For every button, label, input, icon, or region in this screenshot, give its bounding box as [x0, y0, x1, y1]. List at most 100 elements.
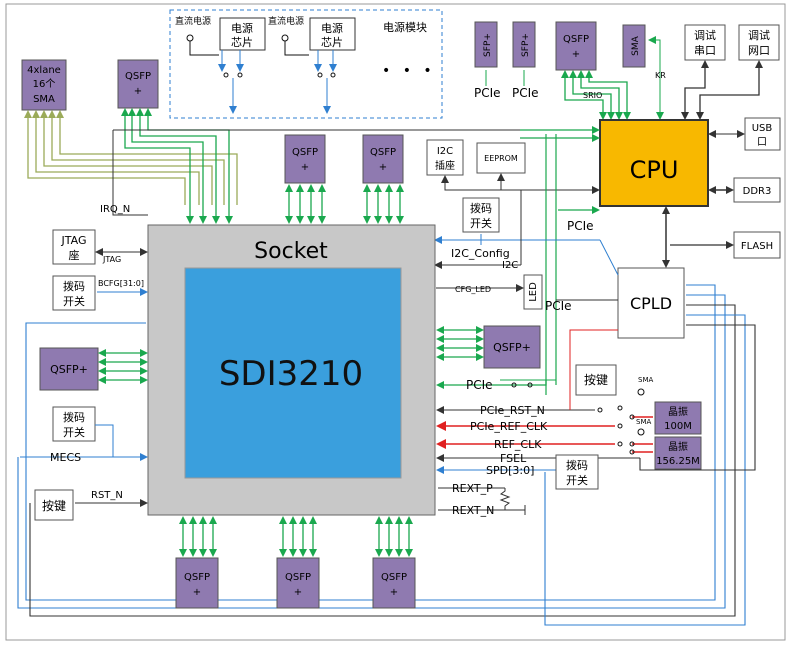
label-rext-p: REXT_P	[452, 482, 493, 495]
dip-mecs-line2: 开关	[63, 425, 85, 439]
label-rext-n: REXT_N	[452, 504, 494, 517]
qsfp-left-label: QSFP+	[50, 363, 88, 376]
qsfp-top-mid2	[362, 134, 404, 184]
sfp-plus-2	[512, 21, 536, 68]
label-kr: KR	[655, 71, 666, 80]
i2c-bus	[441, 175, 600, 194]
serial-link	[681, 60, 709, 120]
dip-top-line1: 拨码	[470, 201, 492, 215]
sma-16-block	[21, 59, 67, 111]
dip-switch-mecs	[52, 406, 96, 442]
cpu	[599, 119, 709, 207]
reset-button	[34, 489, 74, 521]
mecs-dip-drop	[95, 424, 114, 457]
outer-frame	[5, 3, 786, 641]
sfp-plus-1-label: SFP+	[483, 33, 493, 57]
label-i2c-config: I2C_Config	[451, 247, 510, 260]
bottom-qsfp-links	[179, 516, 413, 557]
label-rst-n: RST_N	[91, 490, 123, 501]
power-ellipsis: • • •	[382, 63, 436, 79]
sfp-plus-2-label: SFP+	[521, 33, 531, 57]
cpld	[617, 267, 685, 339]
label-mecs: MECS	[50, 451, 81, 464]
label-srio: SRIO	[583, 91, 602, 100]
qsfp-bottom-1	[175, 557, 219, 609]
qsfp-top-left-plus: +	[134, 86, 142, 97]
jtag-seat	[52, 229, 96, 265]
qsfp-bottom-3	[372, 557, 416, 609]
power-chip1-line1: 电源	[231, 21, 253, 35]
button-right-label: 按键	[584, 373, 608, 387]
crystal-100m-line1: 晶振	[668, 405, 688, 418]
crystal-100m	[654, 401, 702, 435]
jtag-seat-line2: 座	[69, 248, 80, 262]
debug-net-port	[738, 24, 780, 61]
label-pcie-top2: PCIe	[512, 86, 539, 100]
sma-block-line3: SMA	[33, 94, 55, 105]
flash-label: FLASH	[741, 241, 773, 252]
i2c-socket-line2: 插座	[435, 159, 455, 172]
power-dc2: 直流电源	[268, 15, 304, 27]
irq-line	[112, 130, 148, 216]
i2c-socket	[426, 139, 464, 176]
dip-spd-line2: 开关	[566, 473, 588, 487]
qsfp-top-mid2-links	[363, 184, 404, 224]
i2c-config-to-cpld	[599, 239, 619, 276]
qsfp-top-right-label: QSFP	[563, 34, 589, 45]
usb-line1: USB	[752, 123, 773, 134]
power-dc1: 直流电源	[175, 15, 211, 27]
qsfp-top-mid2-plus: +	[379, 162, 387, 173]
debug-serial-line1: 调试	[694, 29, 716, 42]
qsfp-right-label: QSFP+	[493, 341, 531, 354]
label-pcie-rst: PCIe_RST_N	[480, 404, 545, 417]
qsfp-bottom-2-label: QSFP	[285, 572, 311, 583]
eeprom	[476, 142, 526, 174]
qsfp-top-mid1-plus: +	[301, 162, 309, 173]
crystal-156m-line1: 晶振	[668, 440, 688, 453]
dip-mecs-line1: 拨码	[63, 410, 85, 424]
power-chip2-line2: 芯片	[321, 35, 343, 49]
qsfp-right	[483, 325, 541, 369]
qsfp-left	[39, 347, 99, 391]
net-link	[696, 60, 763, 120]
debug-net-line1: 调试	[748, 29, 770, 42]
cpld-label: CPLD	[630, 294, 672, 313]
flash	[733, 231, 781, 259]
label-ref-clk: REF_CLK	[494, 438, 542, 451]
debug-serial-line2: 串口	[694, 44, 716, 57]
qsfp-top-right-plus: +	[572, 49, 580, 60]
qsfp-bottom-3-label: QSFP	[381, 572, 407, 583]
dip-switch-bcfg	[52, 275, 96, 311]
sma-top-label: SMA	[631, 35, 641, 55]
label-jtag: JTAG	[102, 255, 121, 264]
reset-button-label: 按键	[42, 499, 66, 513]
qsfp-bottom-1-plus: +	[193, 587, 201, 598]
qsfp-top-mid2-label: QSFP	[370, 147, 396, 158]
debug-net-line2: 网口	[748, 44, 770, 57]
pcie-rst-from-cpld	[569, 329, 618, 410]
sma-small-1: SMA	[638, 376, 653, 384]
cpld-control-lines	[17, 284, 756, 626]
pcie-left-link	[436, 380, 547, 389]
qsfp-top-mid1	[284, 134, 326, 184]
label-bcfg: BCFG[31:0]	[98, 279, 144, 288]
label-i2c: I2C	[502, 260, 518, 271]
label-spd: SPD[3:0]	[486, 464, 534, 477]
label-pcie-cpu: PCIe	[567, 219, 594, 233]
ddr3-label: DDR3	[743, 186, 772, 197]
sdi3210-chip	[184, 267, 402, 479]
crystal-100m-line2: 100M	[664, 421, 692, 432]
dip-bcfg-line2: 开关	[63, 294, 85, 308]
label-fsel: FSEL	[500, 452, 527, 465]
crystal-links	[632, 416, 653, 453]
led-label: LED	[528, 282, 539, 302]
usb-port	[744, 117, 781, 151]
label-pcie-mid: PCIe	[545, 299, 572, 313]
socket-label: Socket	[254, 239, 328, 264]
eeprom-label: EEPROM	[484, 154, 518, 163]
qsfp-top-left-label: QSFP	[125, 71, 151, 82]
qsfp-top-right	[555, 21, 597, 71]
dip-spd-line1: 拨码	[566, 458, 588, 472]
power-chip2-line1: 电源	[321, 21, 343, 35]
button-right	[575, 364, 617, 396]
